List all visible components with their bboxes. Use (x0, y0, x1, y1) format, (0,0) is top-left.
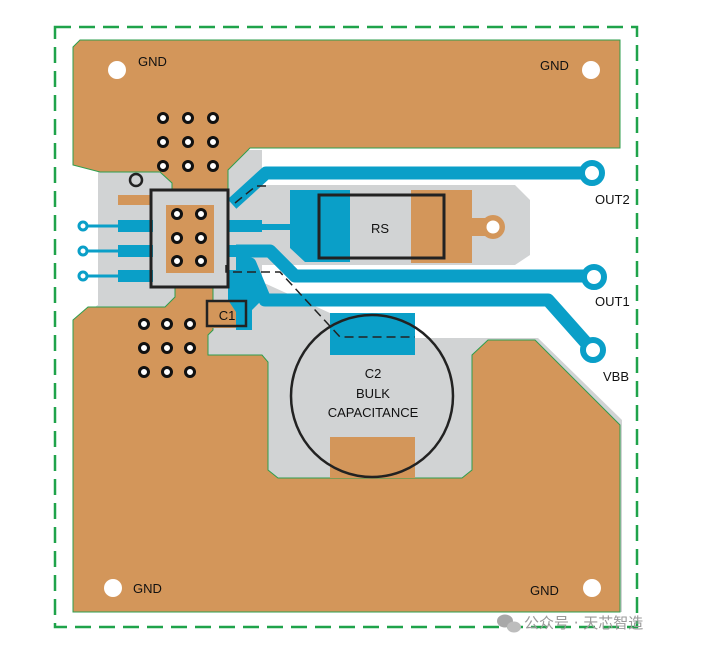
ic-pin-pad-nc (118, 195, 152, 205)
vbb-terminal (580, 337, 606, 363)
ic-pin-left-3 (118, 270, 153, 282)
left-leads (77, 220, 120, 282)
c2-label: C2 (365, 366, 382, 381)
rs-outline (317, 193, 446, 260)
mounting-hole (104, 579, 122, 597)
via (138, 366, 150, 378)
mounting-holes (104, 61, 601, 597)
gnd-label: GND (138, 54, 167, 69)
out2-label: OUT2 (595, 192, 630, 207)
gnd-label: GND (540, 58, 569, 73)
thermal-vias (138, 112, 219, 378)
mounting-hole (583, 579, 601, 597)
via (157, 136, 169, 148)
dashed-region-bottom (225, 265, 415, 338)
dashed-region-top (234, 185, 270, 204)
rs-tab-hole (486, 220, 500, 234)
via (182, 136, 194, 148)
gnd-label: GND (530, 583, 559, 598)
ic-pin-right-1 (227, 220, 262, 232)
via (171, 208, 183, 220)
c1-outline (205, 299, 248, 328)
out1-terminal (581, 264, 607, 290)
gnd-copper-bottom (72, 286, 621, 613)
c2-bulk-label: BULK (356, 386, 390, 401)
watermark: 公众号 · 天芯智造 (497, 614, 643, 633)
trace-vbb (236, 257, 593, 350)
via (207, 136, 219, 148)
out2-terminal (579, 160, 605, 186)
via (184, 366, 196, 378)
via (207, 112, 219, 124)
vbb-label: VBB (603, 369, 629, 384)
out1-label: OUT1 (595, 294, 630, 309)
left-lead-pad-3 (77, 270, 89, 282)
board-outline-dashed (53, 25, 639, 629)
rs-copper-pad (411, 190, 472, 263)
via (161, 318, 173, 330)
via (195, 255, 207, 267)
via (157, 112, 169, 124)
via (182, 160, 194, 172)
via (195, 232, 207, 244)
silkscreen (128, 172, 455, 479)
via (171, 232, 183, 244)
c2-outline (289, 313, 455, 479)
via (161, 366, 173, 378)
ic-pin-left-2 (118, 245, 153, 257)
via (161, 342, 173, 354)
via (195, 208, 207, 220)
via (171, 255, 183, 267)
mounting-hole (108, 61, 126, 79)
watermark-text: 公众号 · 天芯智造 (524, 614, 643, 632)
pin1-marker (128, 172, 144, 188)
left-lead-pad-2 (77, 245, 89, 257)
gnd-label: GND (133, 581, 162, 596)
rs-label: RS (371, 221, 389, 236)
mounting-hole (582, 61, 600, 79)
via (207, 160, 219, 172)
c2-capacitance-label: CAPACITANCE (328, 405, 419, 420)
via (138, 342, 150, 354)
ic-pin-left-1 (118, 220, 153, 232)
via (184, 342, 196, 354)
via (182, 112, 194, 124)
wechat-icon (497, 614, 521, 633)
via (184, 318, 196, 330)
ic-outline (149, 188, 230, 289)
trace-out2 (227, 166, 585, 209)
ic-pin-right-2 (227, 245, 262, 257)
terminals (579, 160, 607, 363)
left-lead-pad-1 (77, 220, 89, 232)
via (157, 160, 169, 172)
c1-label: C1 (219, 308, 236, 323)
via (138, 318, 150, 330)
